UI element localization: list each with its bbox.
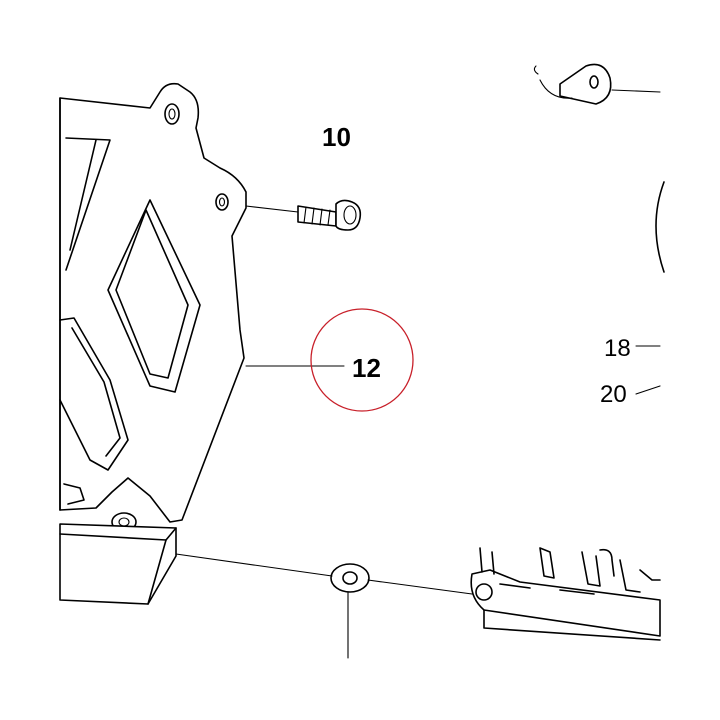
callout-10: 10: [322, 122, 351, 152]
bracket-plate[interactable]: [59, 82, 247, 532]
callout-20: 20: [600, 381, 627, 408]
callout-18: 18: [604, 335, 631, 362]
leader-line-20: [635, 385, 661, 395]
washer[interactable]: [175, 553, 473, 659]
base-block: [59, 483, 177, 605]
callout-12: 12: [352, 353, 381, 383]
slide-rail: [470, 547, 661, 641]
highlight-circle: [310, 308, 414, 412]
wheel-edge: [655, 181, 665, 273]
lever-part: [533, 63, 661, 105]
screw-part-10[interactable]: [245, 199, 362, 231]
